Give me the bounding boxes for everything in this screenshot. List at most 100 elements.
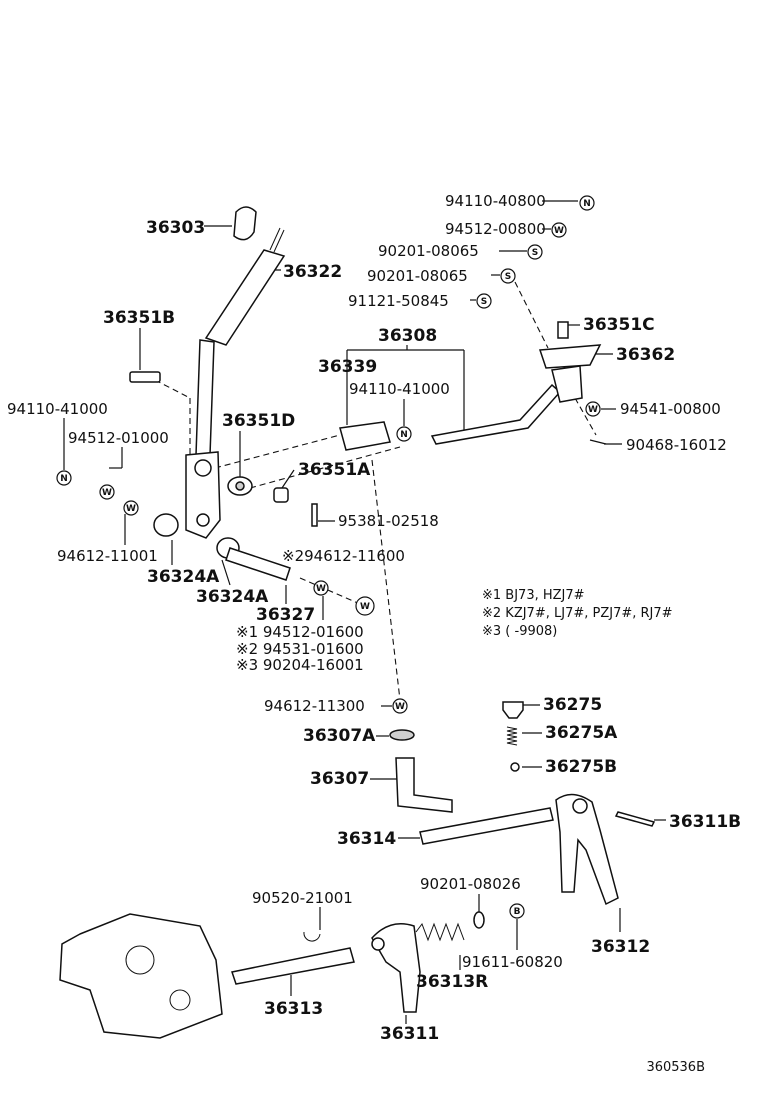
part-label: 36351D [222, 411, 295, 431]
fastener-symbol-circle [355, 596, 375, 616]
washer-36307A [389, 729, 415, 741]
part-label: 36275 [543, 695, 602, 715]
part-label: ※294612-11600 [282, 547, 405, 565]
fastener-symbol: B [509, 903, 525, 919]
part-label: 36312 [591, 937, 650, 957]
pin-36311B [614, 811, 656, 827]
part-label: 36311 [380, 1024, 439, 1044]
spring-36275A [506, 726, 518, 746]
model-note: ※1 BJ73, HZJ7# [482, 588, 585, 603]
fastener-symbol-letter: S [481, 297, 487, 307]
model-notes: ※1 BJ73, HZJ7# ※2 KZJ7#, LJ7#, PZJ7#, RJ7… [482, 588, 673, 639]
shift-fork-36311 [371, 923, 421, 1013]
parts [59, 206, 656, 1039]
fastener-symbol-circle [396, 426, 412, 442]
fastener-symbol-circle [551, 222, 567, 238]
part-label: 94612-11001 [57, 547, 158, 565]
part-label: 90468-16012 [626, 436, 727, 454]
part-label: 95381-02518 [338, 512, 439, 530]
part-label: 91121-50845 [348, 292, 449, 310]
shift-head-36307 [395, 757, 453, 813]
part-label: 36311B [669, 812, 741, 832]
fastener-symbol: N [579, 195, 595, 211]
lever-bracket [185, 451, 221, 539]
shift-knob [233, 206, 257, 241]
bolt-36351C [557, 321, 569, 339]
fastener-symbol-circle [500, 268, 516, 284]
leader-lines [63, 200, 666, 1024]
part-label: 94512-00800 [445, 220, 546, 238]
part-label: 36275B [545, 757, 617, 777]
fastener-symbol: S [527, 244, 543, 260]
fastener-symbol-letter: W [554, 226, 564, 236]
part-label: 90201-08026 [420, 875, 521, 893]
block-36339 [339, 421, 391, 451]
shift-lever-rod [195, 339, 215, 456]
fastener-symbol: S [500, 268, 516, 284]
fastener-symbol-letter: B [514, 907, 521, 917]
part-label: 36324A [147, 567, 220, 587]
fastener-symbol-letter: N [60, 474, 68, 484]
pin-95381 [311, 503, 318, 527]
fastener-symbol: N [56, 470, 72, 486]
part-label: 90201-08065 [378, 242, 479, 260]
fastener-symbol: N [396, 426, 412, 442]
part-label: 94512-01000 [68, 429, 169, 447]
fastener-symbol-circle [585, 401, 601, 417]
shift-lever-boot [204, 249, 286, 346]
part-label: 36307 [310, 769, 369, 789]
part-label: 90520-21001 [252, 889, 353, 907]
bushing-36324A-1 [153, 513, 179, 537]
fastener-symbol-letter: S [505, 272, 511, 282]
fastener-symbol-letter: W [126, 504, 136, 514]
part-label: 36362 [616, 345, 675, 365]
part-label: 36351C [583, 315, 655, 335]
shift-shaft-36313 [231, 947, 355, 985]
shift-fork-36312 [555, 793, 619, 906]
fastener-symbol-letter: W [360, 602, 370, 612]
fastener-symbol-circle [527, 244, 543, 260]
part-label: 36339 [318, 357, 377, 377]
fastener-symbol: W [585, 401, 601, 417]
part-label: 36351B [103, 308, 175, 328]
fastener-symbol-letter: N [583, 199, 591, 209]
fastener-symbol-letter: N [400, 430, 408, 440]
fastener-symbol-letter: S [532, 248, 538, 258]
part-label: 94110-41000 [349, 380, 450, 398]
fastener-symbol-circle [579, 195, 595, 211]
part-label: ※1 94512-01600 [236, 623, 364, 641]
part-label: 36308 [378, 326, 437, 346]
part-label: 94110-41000 [7, 400, 108, 418]
part-label: 36351A [298, 460, 371, 480]
part-label: 36324A [196, 587, 269, 607]
fastener-symbol: W [355, 596, 375, 616]
part-label: 36313R [416, 972, 488, 992]
part-label: 36313 [264, 999, 323, 1019]
fastener-symbol-circle [509, 903, 525, 919]
fastener-symbol-circle [476, 293, 492, 309]
part-label: ※3 90204-16001 [236, 656, 364, 674]
fastener-symbol-circle [123, 500, 139, 516]
model-note: ※3 ( -9908) [482, 624, 557, 639]
fastener-symbol: W [313, 580, 329, 596]
fastener-symbol-letter: W [316, 584, 326, 594]
fastener-symbol-letter: W [102, 488, 112, 498]
bracket-36362 [538, 344, 602, 369]
fastener-symbol-circle [99, 484, 115, 500]
model-note: ※2 KZJ7#, LJ7#, PZJ7#, RJ7# [482, 606, 673, 621]
fastener-symbol: W [551, 222, 567, 238]
fastener-symbol-circle [56, 470, 72, 486]
part-label: 36322 [283, 262, 342, 282]
part-label: 94541-00800 [620, 400, 721, 418]
plug-36275 [502, 701, 524, 719]
part-label: ※2 94531-01600 [236, 640, 364, 658]
part-label: 36275A [545, 723, 618, 743]
fastener-symbol-circle [313, 580, 329, 596]
shift-shaft-36314 [419, 807, 554, 845]
part-label: 94612-11300 [264, 697, 365, 715]
snap-ring-90520 [303, 931, 321, 942]
assembly-dashed-lines [154, 281, 597, 701]
